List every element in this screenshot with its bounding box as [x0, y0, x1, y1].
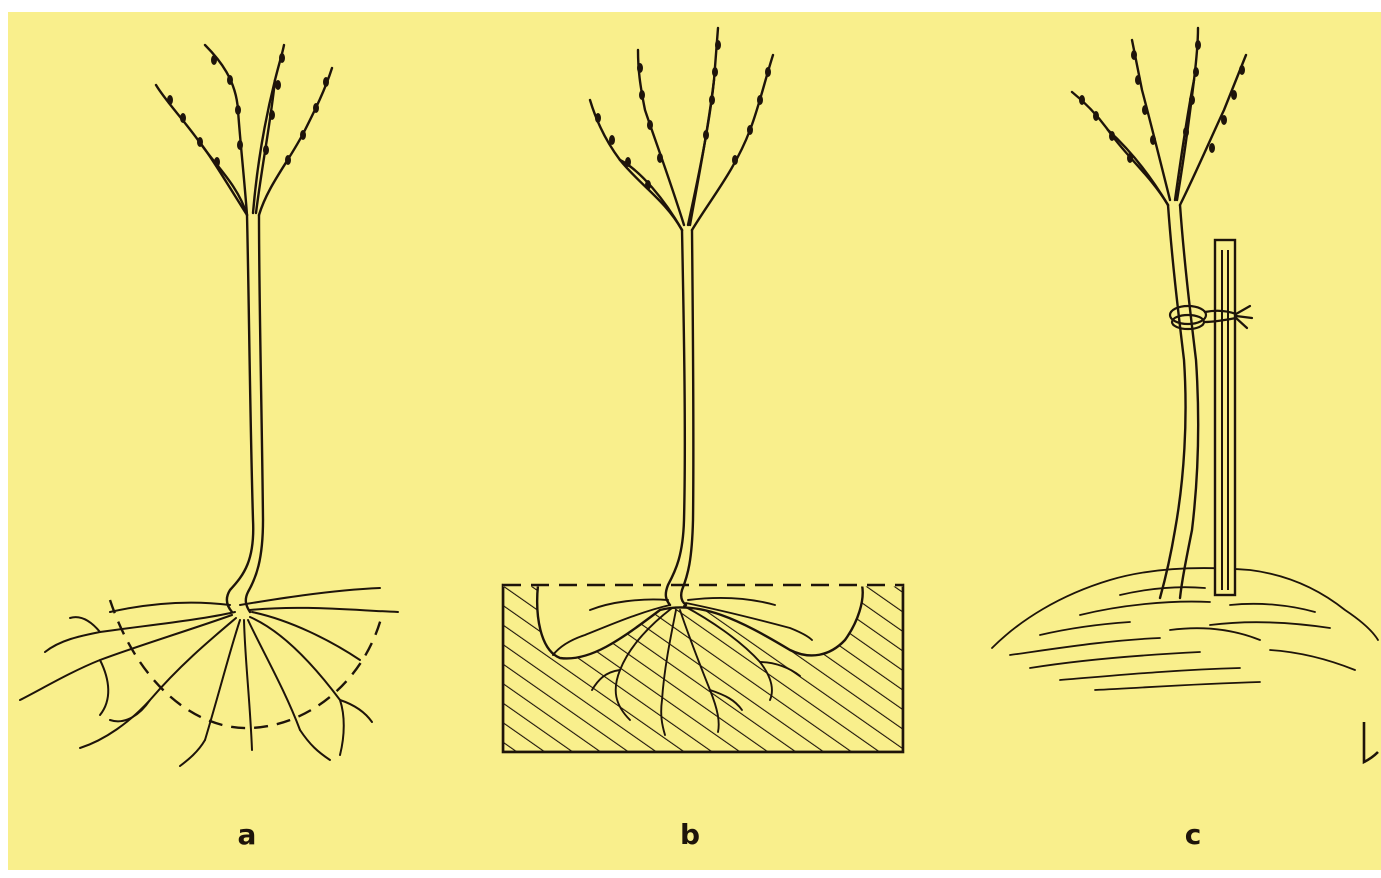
panel-label-b: b [660, 818, 720, 851]
panel-label-c: c [1163, 818, 1223, 851]
panel-label-a: a [217, 818, 277, 851]
support-stake [1215, 240, 1235, 595]
